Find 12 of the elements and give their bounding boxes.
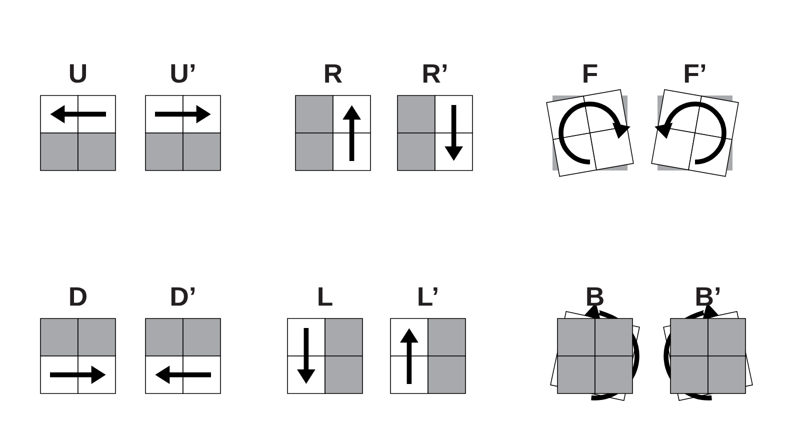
move-letter: F’ (684, 64, 706, 83)
move-letter: L’ (418, 287, 438, 306)
move-letter: R’ (423, 64, 447, 83)
move-letter: B’ (696, 287, 720, 306)
move-letter: D’ (171, 287, 195, 306)
move-letter: U’ (171, 64, 195, 83)
move-letter: F (584, 64, 598, 83)
move-letter: B (587, 287, 604, 306)
move-letter: R (325, 64, 342, 83)
move-letter: D (70, 287, 86, 306)
move-letter: L (318, 287, 332, 306)
move-letter: U (70, 64, 86, 83)
